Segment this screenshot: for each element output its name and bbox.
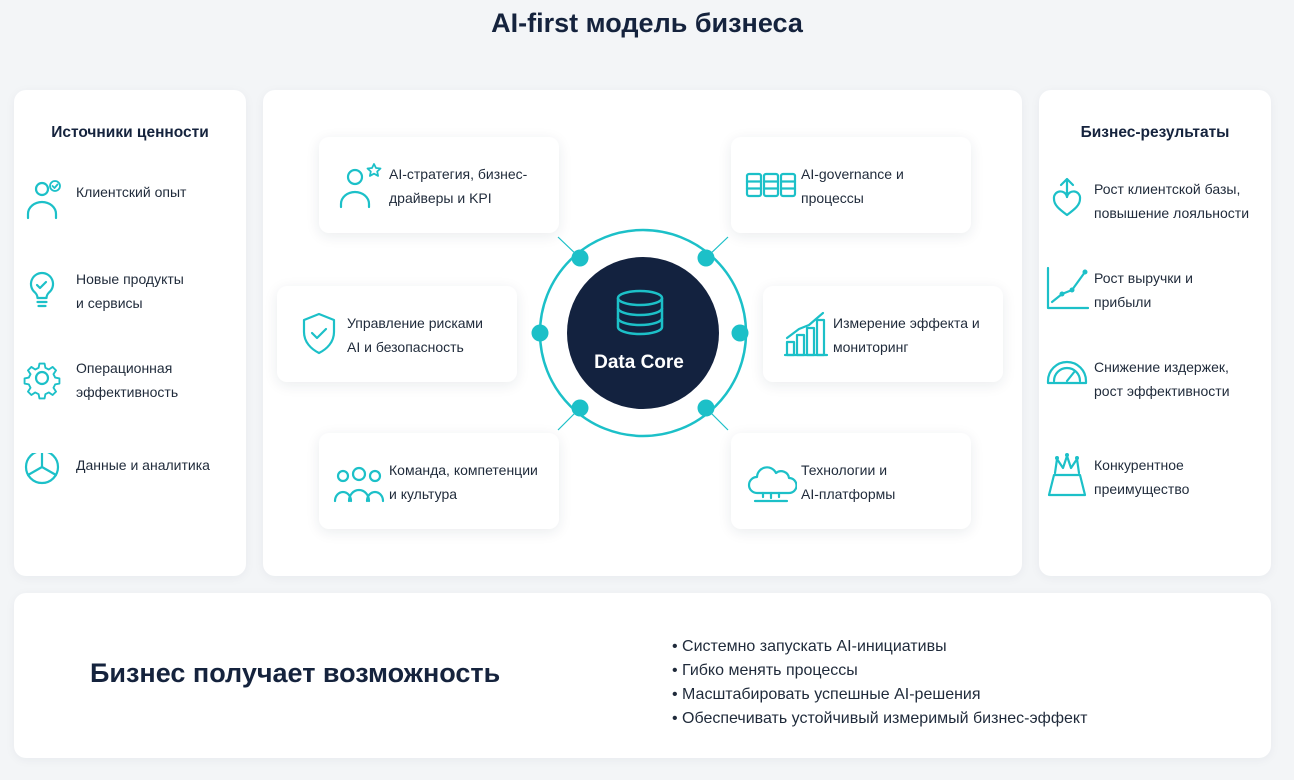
result-label-line: Рост клиентской базы, (1094, 181, 1241, 197)
cloud-icon (747, 466, 797, 503)
user-check-icon (26, 180, 61, 220)
source-label-line: Данные и аналитика (76, 457, 210, 473)
bar-chart-icon (783, 311, 829, 357)
node-label-line: AI-стратегия, бизнес- (389, 166, 528, 182)
source-label-line: и сервисы (76, 295, 143, 311)
value-sources-heading: Источники ценности (51, 124, 209, 141)
source-label-line: Новые продукты (76, 271, 184, 287)
result-item-customer-growth: Рост клиентской базы, повышение лояльнос… (1039, 177, 1271, 237)
business-results-panel: Бизнес-результаты Рост клиентской базы, … (1039, 90, 1271, 576)
team-icon (333, 466, 385, 503)
node-risk-management: Управление рисками AI и безопасность (277, 286, 517, 382)
list-item: Системно запускать AI-инициативы (672, 635, 1087, 659)
source-item-new-products: Новые продукты и сервисы (14, 267, 246, 327)
page-title: AI-first модель бизнеса (491, 8, 803, 38)
node-label-line: Технологии и (801, 462, 888, 478)
node-label-line: AI-платформы (801, 486, 896, 502)
node-team-culture: Команда, компетенции и культура (319, 433, 559, 529)
node-label-line: драйверы и KPI (389, 190, 492, 206)
source-label-line: эффективность (76, 384, 179, 400)
node-label-line: Измерение эффекта и (833, 315, 980, 331)
result-label-line: Рост выручки и (1094, 270, 1193, 286)
heart-arrow-icon (1052, 177, 1082, 217)
shield-check-icon (302, 312, 336, 355)
result-label-line: рост эффективности (1094, 383, 1230, 399)
result-label-line: Конкурентное (1094, 457, 1184, 473)
crown-icon (1047, 453, 1087, 497)
result-item-cost-reduction: Снижение издержек, рост эффективности (1039, 355, 1271, 415)
source-item-data-analytics: Данные и аналитика (14, 453, 246, 513)
opportunity-list: Системно запускать AI-инициативы Гибко м… (672, 635, 1087, 731)
list-item: Гибко менять процессы (672, 659, 1087, 683)
node-label-line: AI-governance и (801, 166, 904, 182)
node-technology-platforms: Технологии и AI-платформы (731, 433, 971, 529)
node-label-line: мониторинг (833, 339, 909, 355)
ring-dots (531, 249, 749, 417)
pie-chart-icon (24, 453, 60, 485)
lightbulb-icon (29, 271, 55, 308)
user-star-icon (339, 163, 382, 209)
business-opportunity-heading: Бизнес получает возможность (90, 658, 501, 688)
source-label-line: Клиентский опыт (76, 184, 187, 200)
node-label-line: AI и безопасность (347, 339, 464, 355)
source-item-customer-experience: Клиентский опыт (14, 180, 246, 240)
source-item-operational-efficiency: Операционная эффективность (14, 356, 246, 416)
business-results-heading: Бизнес-результаты (1080, 124, 1230, 141)
business-opportunity-panel: Бизнес получает возможность Системно зап… (14, 593, 1271, 758)
data-core-diagram (531, 228, 749, 438)
list-item: Обеспечивать устойчивый измеримый бизнес… (672, 707, 1087, 731)
result-label-line: Снижение издержек, (1094, 359, 1229, 375)
result-item-revenue-growth: Рост выручки и прибыли (1039, 266, 1271, 326)
source-label-line: Операционная (76, 360, 173, 376)
result-label-line: преимущество (1094, 481, 1190, 497)
data-core-label: Data Core (594, 352, 684, 373)
line-chart-icon (1046, 266, 1089, 310)
result-item-competitive-advantage: Конкурентное преимущество (1039, 453, 1271, 513)
gauge-icon (1046, 360, 1088, 385)
node-effect-measurement: Измерение эффекта и мониторинг (763, 286, 1003, 382)
node-label-line: и культура (389, 486, 458, 502)
server-rack-icon (745, 172, 797, 198)
gear-icon (23, 362, 61, 400)
node-label-line: процессы (801, 190, 864, 206)
node-label-line: Команда, компетенции (389, 462, 538, 478)
data-core-panel: Data Core AI-стратегия, бизнес- драйверы… (263, 90, 1022, 576)
database-icon (616, 289, 664, 336)
node-ai-governance: AI-governance и процессы (731, 137, 971, 233)
node-label-line: Управление рисками (347, 315, 483, 331)
result-label-line: повышение лояльности (1094, 205, 1250, 221)
result-label-line: прибыли (1094, 294, 1152, 310)
value-sources-panel: Источники ценности Клиентский опыт Новые… (14, 90, 246, 576)
list-item: Масштабировать успешные AI-решения (672, 683, 1087, 707)
node-ai-strategy: AI-стратегия, бизнес- драйверы и KPI (319, 137, 559, 233)
